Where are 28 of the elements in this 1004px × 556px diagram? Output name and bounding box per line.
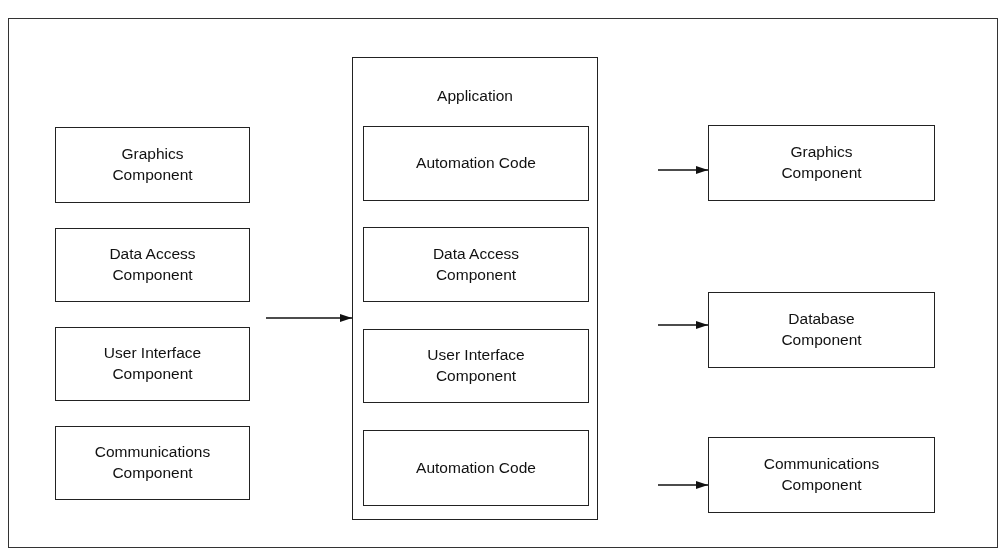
arrow <box>657 481 709 489</box>
arrow <box>657 321 709 329</box>
component-box <box>708 437 935 513</box>
component-box <box>708 125 935 201</box>
component-label: Automation Code <box>416 457 536 478</box>
component-label: Graphics Component <box>111 144 194 185</box>
component-label: User Interface Component <box>426 345 526 386</box>
component-label: Automation Code <box>416 153 536 174</box>
component-label: User Interface Component <box>102 343 203 384</box>
component-label: Database Component <box>780 309 863 350</box>
component-box <box>708 292 935 368</box>
arrow <box>657 166 709 174</box>
component-box <box>363 430 589 506</box>
container-box <box>352 57 598 520</box>
component-box <box>55 327 250 401</box>
component-box <box>55 426 250 500</box>
container-title: Application <box>437 86 513 106</box>
component-box <box>363 329 589 403</box>
component-box <box>363 126 589 201</box>
component-box <box>363 227 589 302</box>
component-label: Communications Component <box>93 442 212 483</box>
component-label: Communications Component <box>762 454 881 495</box>
component-box <box>55 127 250 203</box>
component-label: Graphics Component <box>780 142 863 183</box>
component-label: Data Access Component <box>431 243 521 285</box>
component-box <box>55 228 250 302</box>
arrow <box>265 314 353 322</box>
component-label: Data Access Component <box>108 244 197 285</box>
